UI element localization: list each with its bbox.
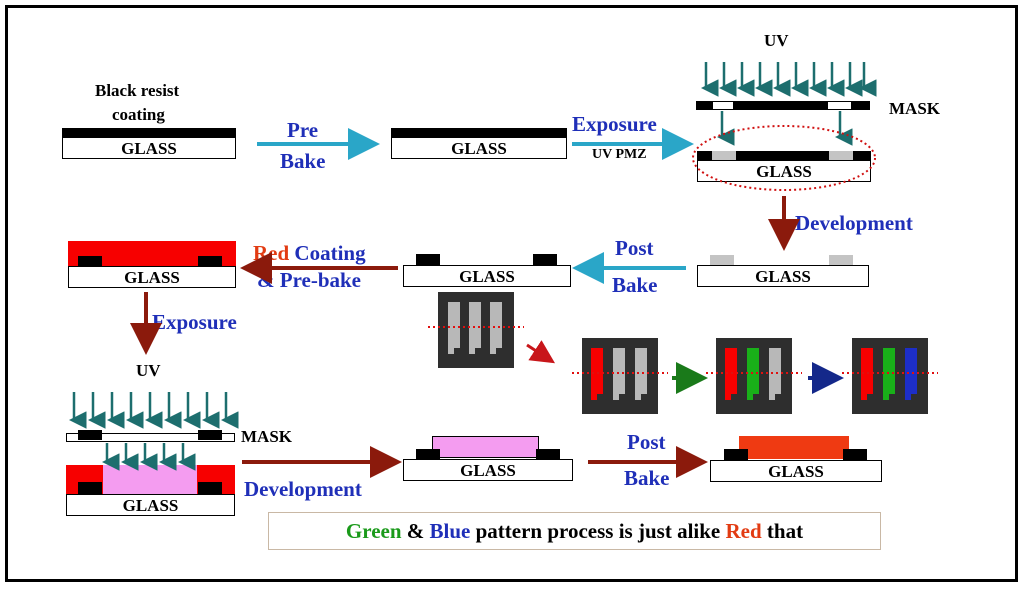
mask-opaque-center: [733, 101, 828, 110]
glass-substrate: GLASS: [403, 459, 573, 481]
black-matrix-right: [198, 256, 222, 266]
baked-red-pixel: [739, 436, 849, 459]
label-bake: Bake: [280, 149, 326, 173]
glass-substrate: GLASS: [68, 266, 236, 288]
label-exposure: Exposure: [572, 112, 657, 136]
note-middle: pattern process is just alike: [470, 519, 726, 543]
note-end: that: [761, 519, 804, 543]
exposed-area-right: [829, 151, 853, 160]
black-matrix-right: [198, 482, 222, 494]
note-green: Green: [345, 519, 402, 543]
red-pixel-pattern: [432, 436, 539, 458]
mask-opaque-left: [696, 101, 713, 110]
label-uv: UV: [764, 31, 789, 50]
black-matrix-left: [78, 482, 102, 494]
black-matrix-right: [843, 449, 867, 460]
exposed-area-left: [712, 151, 736, 160]
label-pre-bake: & Pre-bake: [257, 268, 362, 292]
black-matrix-right: [533, 254, 557, 265]
uv-arrows-top: [701, 62, 877, 97]
uv-through-mask: [717, 111, 853, 146]
uv-arrows-left: [69, 392, 239, 429]
label-uv-left: UV: [136, 361, 161, 380]
note-red: Red: [725, 519, 762, 543]
glass-substrate: GLASS: [62, 137, 236, 159]
label-mask: MASK: [889, 99, 940, 118]
label-bake-2: Bake: [624, 466, 670, 490]
developed-area-right: [829, 255, 853, 265]
pixel-panel-blue: [842, 338, 938, 414]
mask-opaque-right: [198, 430, 222, 440]
glass-substrate: GLASS: [391, 137, 567, 159]
label-post-2: Post: [627, 430, 666, 454]
glass-substrate: GLASS: [710, 460, 882, 482]
note-amp: &: [401, 519, 430, 543]
glass-substrate: GLASS: [697, 160, 871, 182]
label-coating-word: Coating: [289, 241, 366, 265]
label-uv-pmz: UV PMZ: [592, 147, 647, 162]
label-post-bake: Bake: [612, 273, 658, 297]
pixel-panel-green: [706, 338, 802, 414]
glass-substrate: GLASS: [403, 265, 571, 287]
glass-substrate: GLASS: [697, 265, 869, 287]
black-matrix-right: [536, 449, 560, 459]
black-matrix-left: [78, 256, 102, 266]
black-matrix-left: [416, 254, 440, 265]
label-mask-left: MASK: [241, 427, 292, 446]
label-pre: Pre: [287, 118, 319, 142]
pixel-panel-initial: [428, 292, 524, 368]
label-development-bottom: Development: [244, 477, 362, 501]
label-black-resist: Black resist: [95, 81, 180, 100]
mask-opaque-left: [78, 430, 102, 440]
black-resist-layer: [62, 128, 236, 137]
mask-plate: [66, 433, 235, 442]
arrow-to-red-panel: [526, 340, 556, 364]
pixel-panel-red: [572, 338, 668, 414]
uv-through-mask-left: [102, 443, 196, 471]
glass-substrate: GLASS: [66, 494, 235, 516]
process-note: Green & Blue pattern process is just ali…: [268, 512, 881, 550]
black-matrix-left: [724, 449, 748, 460]
label-development: Development: [795, 211, 913, 235]
label-exposure-left: Exposure: [152, 310, 237, 334]
black-resist-layer: [391, 128, 567, 137]
mask-opaque-right: [851, 101, 870, 110]
developed-area-left: [710, 255, 734, 265]
black-matrix-left: [416, 449, 440, 459]
exposure-highlight: [692, 125, 876, 191]
label-coating: coating: [112, 105, 165, 124]
diagram-frame: [5, 5, 1018, 582]
label-post: Post: [615, 236, 654, 260]
note-blue: Blue: [429, 519, 471, 543]
exposed-resist-layer: [697, 151, 871, 160]
